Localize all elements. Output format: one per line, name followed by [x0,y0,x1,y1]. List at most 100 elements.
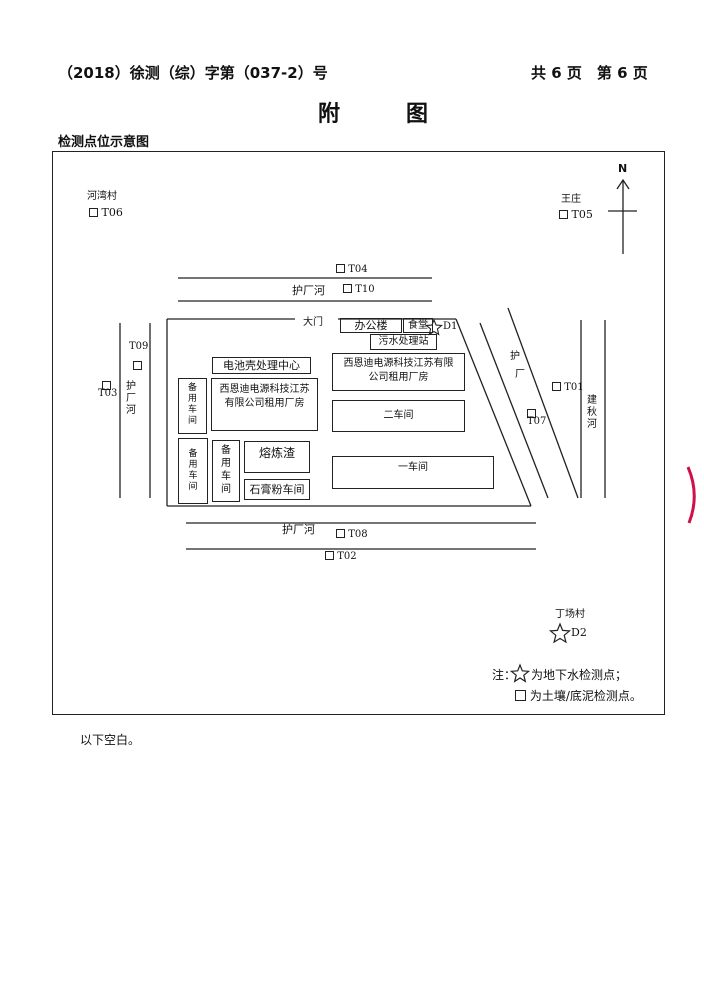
point-d2-label: D2 [571,626,587,639]
point-t09-label: T09 [129,341,149,352]
char: 用 [187,394,197,404]
river-east-char: 建 [587,395,597,406]
plant-line: 有限公司租用厂房 [224,398,305,409]
point-t01: T01 [552,382,584,393]
office-building: 办公楼 [340,318,402,333]
char: 车 [187,405,197,415]
char: 用 [221,458,231,469]
point-t07 [527,402,536,421]
river-left-char: 厂 [126,393,136,404]
point-t02: T02 [325,551,357,562]
point-t06: T06 [89,206,123,219]
point-t04: T04 [336,264,368,275]
document-number: （2018）徐测（综）字第（037-2）号 [58,64,328,82]
battery-shell-center: 电池壳处理中心 [212,357,311,374]
rented-plant-west: 西恩迪电源科技江苏 有限公司租用厂房 [211,378,318,431]
river-left-char: 河 [126,405,136,416]
legend-star-label: 为地下水检测点； [531,668,628,682]
spare-workshop-c: 备 用 车 间 [212,440,240,502]
main-gate-label: 大门 [303,317,323,328]
spare-workshop-b: 备 用 车 间 [178,438,208,504]
north-label: N [618,162,628,175]
char: 备 [188,449,198,459]
d1-star-icon [425,318,443,336]
legend-square-icon [515,690,526,701]
soil-point-icon [325,551,334,560]
river-left-char: 护 [126,381,136,392]
char: 间 [187,416,197,426]
river-east-label: 建 秋 河 [586,395,598,431]
point-t07-label: T07 [527,416,547,427]
point-label: T08 [348,529,368,540]
soil-point-icon [89,208,98,217]
point-label: T02 [337,551,357,562]
legend-prefix: 注： [492,668,517,682]
spare-workshop-text: 备 用 车 间 [179,449,207,493]
soil-point-icon [133,361,142,370]
plant-line: 西恩迪电源科技江苏有限 [343,358,454,369]
boundary-right [455,318,532,507]
diag-river-bank-east [507,307,579,499]
legend-square: 为土壤/底泥检测点。 [515,687,642,704]
page-info: 共 6 页 第 6 页 [531,64,648,82]
plant-line: 公司租用厂房 [368,372,429,383]
point-label: T10 [355,284,375,295]
char: 用 [188,460,198,470]
river-top-label: 护厂河 [292,284,325,297]
soil-point-icon [336,264,345,273]
river-diag-char-2: 厂 [515,369,525,380]
river-east-char: 河 [587,419,597,430]
spare-workshop-text: 备 用 车 间 [213,444,239,496]
gypsum-workshop: 石膏粉车间 [244,479,310,500]
point-label: T06 [101,206,123,219]
point-t03 [102,374,111,393]
point-t05: T05 [559,208,593,221]
sewage-treatment-station: 污水处理站 [370,334,437,350]
soil-point-icon [343,284,352,293]
canteen: 食堂 [403,318,433,333]
point-label: T05 [571,208,593,221]
point-label: T04 [348,264,368,275]
river-diag-char-1: 护 [510,351,520,362]
diag-river-bank-west [479,322,549,499]
point-t03-label: T03 [98,388,118,399]
footer-note: 以下空白。 [80,733,141,747]
char: 备 [221,445,231,456]
smelting-slag: 熔炼渣 [244,441,310,473]
plant-line: 西恩迪电源科技江苏 [219,384,310,395]
point-label: T01 [564,382,584,393]
char: 车 [221,471,231,482]
point-t09 [133,354,142,373]
village-dingchang: 丁场村 [555,609,585,620]
workshop-1: 一车间 [332,456,494,489]
spare-workshop-text: 备 用 车 间 [179,383,206,427]
river-left-label: 护 厂 河 [125,381,137,417]
soil-point-icon [552,382,561,391]
char: 备 [187,383,197,393]
rented-plant-east: 西恩迪电源科技江苏有限 公司租用厂房 [332,353,465,391]
legend-square-label: 为土壤/底泥检测点。 [529,689,642,703]
village-hewan: 河湾村 [87,191,117,202]
char: 车 [188,471,198,481]
point-t08: T08 [336,529,368,540]
seal-fragment-icon [686,466,696,524]
village-wangzhuang: 王庄 [561,194,581,205]
map-frame [52,151,665,715]
soil-point-icon [336,529,345,538]
soil-point-icon [559,210,568,219]
river-bottom-label: 护厂河 [282,523,315,536]
page-title: 附 图 [318,102,451,127]
spare-workshop-a: 备 用 车 间 [178,378,207,434]
north-arrow-head [616,178,630,190]
soil-point-icon [527,409,536,418]
workshop-2: 二车间 [332,400,465,432]
point-t10: T10 [343,284,375,295]
d2-star-icon [548,622,572,644]
soil-point-icon [102,381,111,390]
point-d1-label: D1 [443,321,458,332]
char: 间 [221,484,231,495]
river-east-char: 秋 [587,407,597,418]
figure-caption: 检测点位示意图 [58,135,150,150]
legend-star-icon [509,663,531,683]
